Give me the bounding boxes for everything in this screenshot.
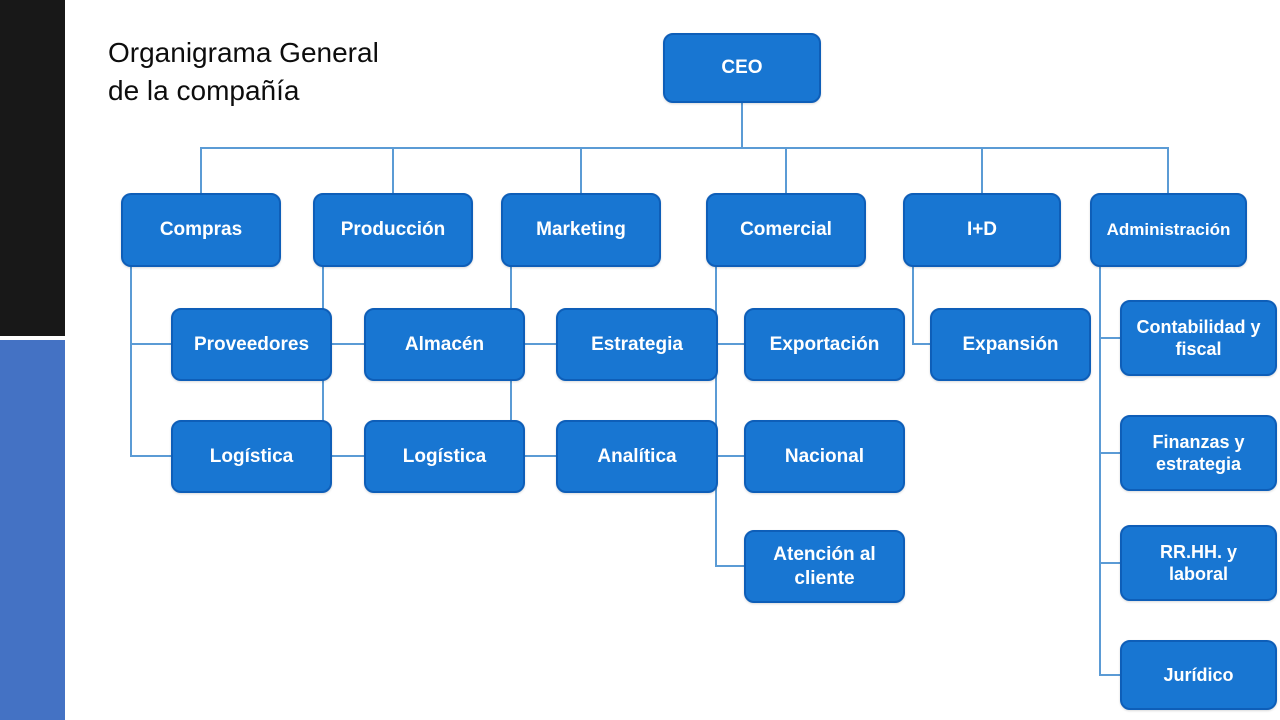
node-logistica-produccion: Logística: [364, 420, 525, 493]
node-analitica: Analítica: [556, 420, 718, 493]
connector-line: [1099, 674, 1120, 676]
node-almacen: Almacén: [364, 308, 525, 381]
node-finanzas-y-estrategia: Finanzas y estrategia: [1120, 415, 1277, 491]
node-atencion-al-cliente: Atención al cliente: [744, 530, 905, 603]
node-contabilidad-y-fiscal: Contabilidad y fiscal: [1120, 300, 1277, 376]
node-juridico: Jurídico: [1120, 640, 1277, 710]
node-proveedores: Proveedores: [171, 308, 332, 381]
connector-line: [580, 147, 582, 193]
connector-line: [912, 343, 930, 345]
slide-title-line2: de la compañía: [108, 75, 300, 106]
connector-line: [392, 147, 394, 193]
node-expansion: Expansión: [930, 308, 1091, 381]
node-comercial: Comercial: [706, 193, 866, 267]
connector-line: [510, 343, 556, 345]
connector-line: [130, 267, 132, 457]
node-rrhh-y-laboral: RR.HH. y laboral: [1120, 525, 1277, 601]
node-ceo: CEO: [663, 33, 821, 103]
connector-line: [1167, 147, 1169, 193]
connector-line: [130, 455, 171, 457]
node-compras: Compras: [121, 193, 281, 267]
node-logistica-compras: Logística: [171, 420, 332, 493]
connector-line: [715, 455, 744, 457]
connector-line: [715, 267, 717, 567]
connector-line: [130, 343, 171, 345]
slide-title-line1: Organigrama General: [108, 37, 379, 68]
node-produccion: Producción: [313, 193, 473, 267]
connector-line: [981, 147, 983, 193]
node-administracion: Administración: [1090, 193, 1247, 267]
node-nacional: Nacional: [744, 420, 905, 493]
connector-line: [1099, 452, 1120, 454]
node-exportacion: Exportación: [744, 308, 905, 381]
connector-line: [912, 267, 914, 344]
node-marketing: Marketing: [501, 193, 661, 267]
connector-line: [785, 147, 787, 193]
connector-line: [322, 455, 364, 457]
sidebar-accent-blue: [0, 340, 65, 720]
connector-line: [715, 343, 744, 345]
connector-line: [200, 147, 1169, 149]
sidebar-accent-black: [0, 0, 65, 336]
connector-line: [741, 103, 743, 148]
connector-line: [1099, 267, 1101, 676]
connector-line: [200, 147, 202, 193]
connector-line: [1099, 562, 1120, 564]
connector-line: [322, 343, 364, 345]
slide-title: Organigrama General de la compañía: [108, 34, 379, 110]
connector-line: [510, 455, 556, 457]
connector-line: [1099, 337, 1120, 339]
node-estrategia: Estrategia: [556, 308, 718, 381]
connector-line: [715, 565, 744, 567]
node-id: I+D: [903, 193, 1061, 267]
